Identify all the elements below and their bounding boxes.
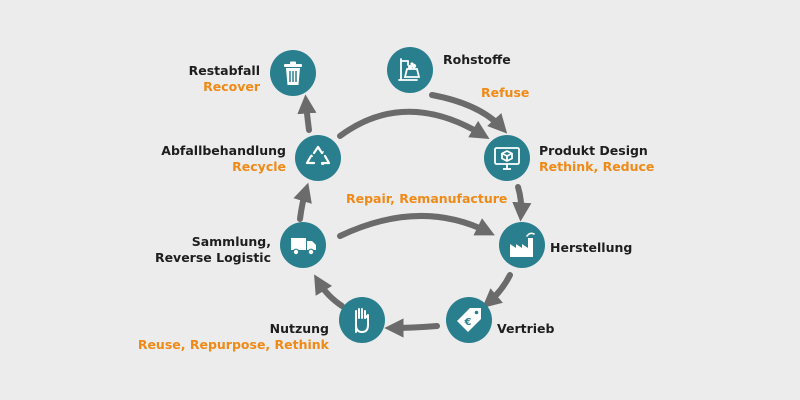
node-sammlung: [280, 222, 326, 268]
node-herstellung: [499, 222, 545, 268]
hand-icon: [355, 308, 369, 333]
label-produkt-design: Produkt Design Rethink, Reduce: [539, 143, 654, 175]
node-nutzung: [339, 297, 385, 343]
label-vertrieb: Vertrieb: [497, 321, 554, 337]
arrow-inner-top: [337, 108, 490, 139]
arrow-herstellung-vertrieb: [482, 272, 513, 308]
title-vertrieb: Vertrieb: [497, 321, 555, 336]
label-sammlung: Sammlung, Reverse Logistic: [155, 234, 271, 266]
node-abfallbehandlung: [295, 135, 341, 181]
euro-tag-icon: €: [457, 308, 481, 332]
title-nutzung: Nutzung: [269, 321, 329, 336]
label-rohstoffe: Rohstoffe: [443, 52, 511, 68]
monitor-design-icon: [494, 147, 520, 170]
title-abfallbehandlung: Abfallbehandlung: [161, 143, 286, 158]
arrow-nutzung-sammlung: [314, 274, 345, 309]
svg-text:€: €: [464, 317, 472, 328]
title-sammlung-line1: Sammlung,: [191, 234, 271, 249]
subtitle-produkt-design: Rethink, Reduce: [539, 159, 655, 174]
arrow-vertrieb-nutzung: [384, 318, 440, 338]
subtitle-nutzung: Reuse, Repurpose, Rethink: [137, 337, 329, 352]
node-vertrieb: €: [446, 297, 492, 343]
title-herstellung: Herstellung: [550, 240, 633, 255]
node-produkt-design: [484, 135, 530, 181]
label-herstellung: Herstellung: [550, 240, 632, 256]
arrow-abfall-restabfall: [297, 94, 317, 133]
inner-cycle-label: Repair, Remanufacture: [346, 191, 508, 206]
label-refuse: Refuse: [481, 85, 529, 101]
node-rohstoffe: [387, 47, 433, 93]
subtitle-refuse: Refuse: [481, 85, 530, 100]
subtitle-abfallbehandlung: Recycle: [232, 159, 286, 174]
arrow-sammlung-abfall: [293, 182, 312, 222]
trash-icon: [284, 61, 302, 85]
title-rohstoffe: Rohstoffe: [443, 52, 511, 67]
recycle-icon: [305, 145, 331, 165]
arrow-rohstoffe-design: [429, 92, 508, 134]
title-produkt-design: Produkt Design: [539, 143, 648, 158]
title-sammlung-line2: Reverse Logistic: [154, 250, 271, 265]
label-nutzung: Nutzung Reuse, Repurpose, Rethink: [138, 321, 329, 353]
arrow-inner-bottom: [337, 212, 495, 239]
label-restabfall: Restabfall Recover: [189, 63, 260, 95]
arrow-design-herstellung: [512, 184, 532, 222]
title-restabfall: Restabfall: [188, 63, 260, 78]
truck-icon: [291, 238, 316, 256]
label-abfallbehandlung: Abfallbehandlung Recycle: [161, 143, 286, 175]
node-restabfall: [270, 50, 316, 96]
raw-materials-icon: [398, 58, 421, 81]
subtitle-restabfall: Recover: [203, 79, 260, 94]
factory-icon: [510, 232, 535, 257]
